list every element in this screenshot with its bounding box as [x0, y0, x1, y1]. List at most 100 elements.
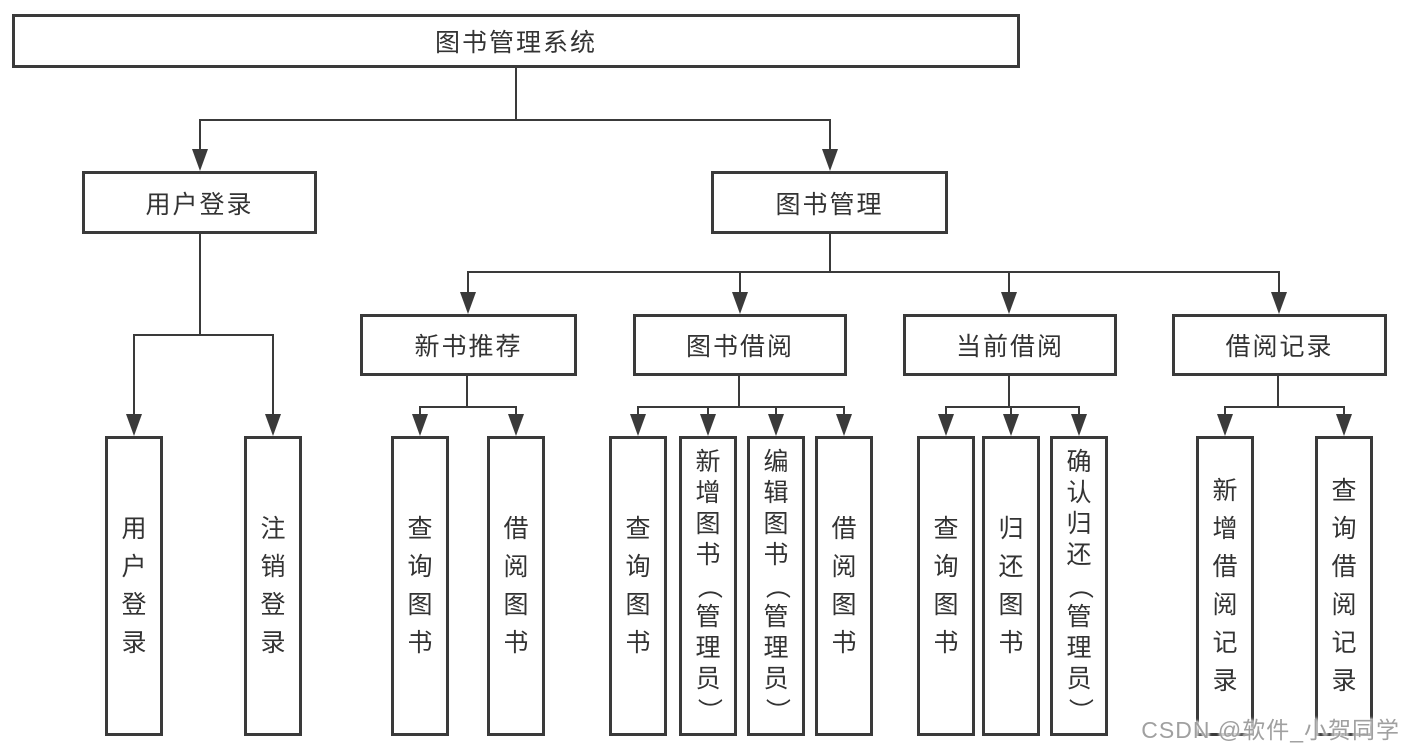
- vertical-char: 录: [260, 628, 286, 657]
- arrow-down-icon: [768, 414, 784, 436]
- vertical-char: 图: [695, 509, 721, 538]
- vertical-char: （: [1065, 573, 1094, 599]
- vertical-char: 新: [1212, 476, 1238, 505]
- vertical-char: ）: [762, 697, 791, 723]
- arrow-down-icon: [822, 149, 838, 171]
- node-book-borrow: 图书借阅: [633, 314, 847, 376]
- arrow-down-icon: [1271, 292, 1287, 314]
- vertical-char: 还: [1066, 540, 1092, 569]
- vertical-char: 记: [1212, 628, 1238, 657]
- vertical-char: 书: [831, 628, 857, 657]
- vertical-char: 询: [625, 552, 651, 581]
- vertical-char: 阅: [831, 552, 857, 581]
- vertical-char: 理: [695, 633, 721, 662]
- vertical-char: 录: [1212, 666, 1238, 695]
- vertical-char: 书: [407, 628, 433, 657]
- vertical-char: 户: [121, 552, 147, 581]
- connector-vertical-line: [515, 68, 517, 121]
- vertical-char: 询: [407, 552, 433, 581]
- connector-vertical-line: [1010, 406, 1012, 416]
- connector-vertical-line: [1278, 271, 1280, 295]
- connector-vertical-line: [637, 406, 639, 416]
- vertical-char: 图: [933, 590, 959, 619]
- connector-vertical-line: [199, 119, 201, 151]
- vertical-char: 阅: [1212, 590, 1238, 619]
- connector-vertical-line: [829, 234, 831, 273]
- vertical-char: ）: [694, 697, 723, 723]
- vertical-char: 询: [933, 552, 959, 581]
- vertical-char: 查: [933, 514, 959, 543]
- leaf-current-confirm-return-admin: 确认归还（管理员）: [1050, 436, 1108, 736]
- arrow-down-icon: [836, 414, 852, 436]
- connector-vertical-line: [419, 406, 421, 416]
- vertical-char: 归: [1066, 509, 1092, 538]
- vertical-char: 图: [407, 590, 433, 619]
- vertical-char: 管: [1066, 602, 1092, 631]
- arrow-down-icon: [412, 414, 428, 436]
- vertical-char: 借: [831, 514, 857, 543]
- vertical-char: 编: [763, 447, 789, 476]
- connector-vertical-line: [775, 406, 777, 416]
- connector-vertical-line: [515, 406, 517, 416]
- arrow-down-icon: [1336, 414, 1352, 436]
- vertical-char: 查: [1331, 476, 1357, 505]
- connector-vertical-line: [707, 406, 709, 416]
- leaf-recommend-borrow-books: 借阅图书: [487, 436, 545, 736]
- arrow-down-icon: [1003, 414, 1019, 436]
- vertical-char: 增: [1212, 514, 1238, 543]
- connector-horizontal-line: [1224, 406, 1345, 408]
- arrow-down-icon: [1217, 414, 1233, 436]
- vertical-char: 管: [763, 602, 789, 631]
- vertical-char: ）: [1065, 697, 1094, 723]
- leaf-current-query-books: 查询图书: [917, 436, 975, 736]
- leaf-borrow-edit-books-admin: 编辑图书 （ 管理员 ）: [747, 436, 805, 736]
- arrow-down-icon: [126, 414, 142, 436]
- connector-vertical-line: [466, 376, 468, 408]
- vertical-char: 书: [763, 540, 789, 569]
- vertical-char: 阅: [1331, 590, 1357, 619]
- arrow-down-icon: [1071, 414, 1087, 436]
- connector-vertical-line: [945, 406, 947, 416]
- connector-vertical-line: [272, 334, 274, 416]
- vertical-char: 图: [998, 590, 1024, 619]
- connector-vertical-line: [1343, 406, 1345, 416]
- connector-vertical-line: [199, 234, 201, 336]
- connector-vertical-line: [1224, 406, 1226, 416]
- vertical-char: 借: [1331, 552, 1357, 581]
- vertical-char: 图: [763, 509, 789, 538]
- vertical-char: 认: [1066, 478, 1092, 507]
- vertical-char: （: [762, 573, 791, 599]
- watermark: CSDN @软件_小贺同学: [1141, 717, 1400, 743]
- vertical-char: 理: [1066, 633, 1092, 662]
- vertical-char: 查: [625, 514, 651, 543]
- vertical-char: 用: [121, 514, 147, 543]
- vertical-char: 登: [121, 590, 147, 619]
- vertical-char: 注: [260, 514, 286, 543]
- connector-vertical-line: [1277, 376, 1279, 408]
- arrow-down-icon: [460, 292, 476, 314]
- vertical-char: 辑: [763, 478, 789, 507]
- vertical-char: 销: [260, 552, 286, 581]
- vertical-char: 录: [1331, 666, 1357, 695]
- node-library-management-system: 图书管理系统: [12, 14, 1020, 68]
- vertical-char: （: [694, 573, 723, 599]
- vertical-char: 书: [695, 540, 721, 569]
- vertical-char: 登: [260, 590, 286, 619]
- arrow-down-icon: [938, 414, 954, 436]
- connector-vertical-line: [133, 334, 135, 416]
- vertical-char: 图: [503, 590, 529, 619]
- vertical-char: 阅: [503, 552, 529, 581]
- connector-horizontal-line: [946, 406, 1080, 408]
- vertical-char: 理: [763, 633, 789, 662]
- vertical-char: 确: [1066, 447, 1092, 476]
- node-borrow-record: 借阅记录: [1172, 314, 1387, 376]
- connector-horizontal-line: [133, 334, 274, 336]
- vertical-char: 还: [998, 552, 1024, 581]
- connector-horizontal-line: [199, 119, 831, 121]
- vertical-char: 新: [695, 447, 721, 476]
- vertical-char: 借: [503, 514, 529, 543]
- arrow-down-icon: [732, 292, 748, 314]
- vertical-char: 员: [763, 664, 789, 693]
- leaf-borrow-query-books: 查询图书: [609, 436, 667, 736]
- connector-vertical-line: [739, 271, 741, 295]
